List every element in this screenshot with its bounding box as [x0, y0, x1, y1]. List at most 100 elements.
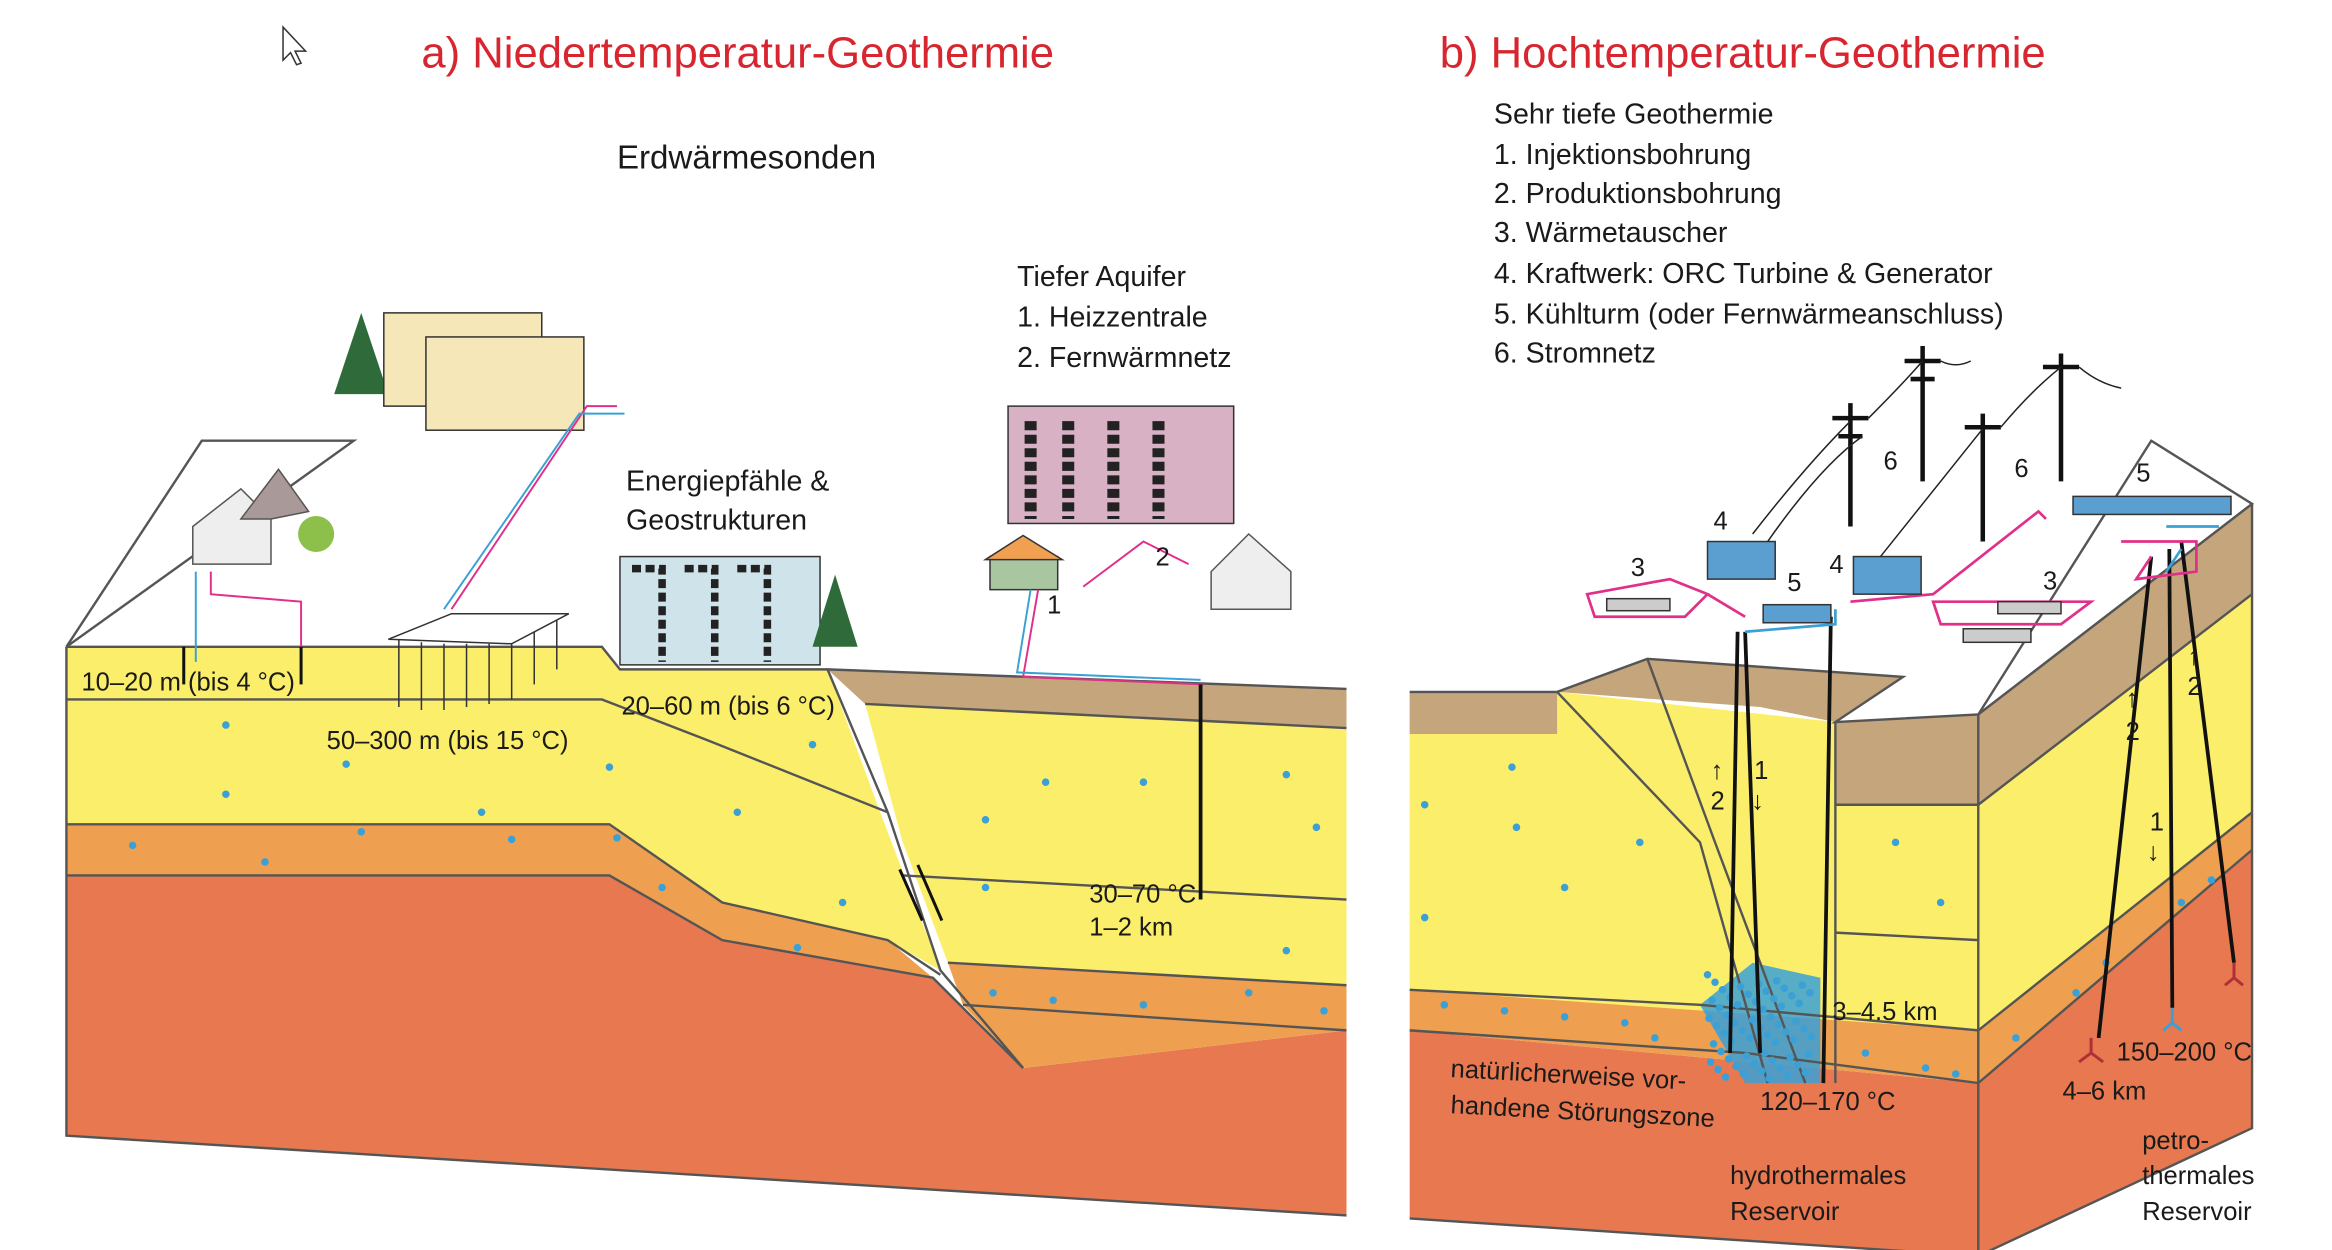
water-dot: [1560, 1013, 1569, 1021]
water-dot: [1806, 989, 1814, 997]
well-arrow: ↑: [2187, 643, 2200, 671]
water-dot: [1420, 913, 1429, 922]
water-dot: [1794, 1061, 1802, 1069]
roof: [239, 468, 310, 520]
water-dot: [1766, 1013, 1775, 1021]
layer-yellow-right: [865, 703, 1347, 986]
water-dot: [658, 883, 666, 892]
water-dot: [1560, 883, 1569, 892]
side-brown: [1978, 503, 2253, 805]
water-dot: [1807, 1032, 1816, 1041]
water-dot: [1708, 996, 1716, 1005]
aquifer-temp: 30–70 °C: [1089, 881, 1196, 909]
side-orange: [1978, 812, 2253, 1084]
well-number: 1: [1754, 757, 1768, 785]
well-number: 2: [2126, 718, 2140, 746]
wells-petro: [2096, 541, 2236, 1039]
cooling-tower-icon: [2072, 495, 2232, 516]
water-dot: [1742, 1052, 1751, 1060]
water-dot: [981, 883, 990, 892]
water-dot: [1789, 1035, 1798, 1044]
side-yellow: [1978, 594, 2253, 1031]
water-dot: [1861, 1049, 1870, 1057]
water-dot: [1759, 1005, 1767, 1014]
water-dot: [1244, 989, 1253, 997]
well-number: 2: [1711, 787, 1725, 815]
water-dot: [1712, 1022, 1721, 1030]
water-dot: [1717, 1047, 1725, 1056]
water-dot: [1772, 976, 1781, 985]
water-dot: [1750, 1059, 1758, 1068]
pipe-pink: [1585, 509, 2198, 626]
hydro-depth: 3–4.5 km: [1832, 998, 1937, 1026]
aquifer-heading: Tiefer Aquifer: [1017, 261, 1186, 293]
water-dot: [222, 790, 230, 798]
marker-1: 1: [1047, 592, 1061, 620]
left-title: a) Niedertemperatur-Geothermie: [421, 30, 1054, 78]
hydro-temp: 120–170 °C: [1760, 1088, 1895, 1116]
layer-orange-right: [947, 962, 1347, 1068]
water-dot: [1711, 978, 1719, 987]
layer-red: [66, 875, 1347, 1216]
water-dot: [793, 943, 802, 952]
surface-installations: [1585, 345, 2232, 644]
water-dot: [1703, 970, 1712, 979]
district-pipe: [1021, 540, 1204, 686]
left-buildings: [182, 312, 1292, 900]
water-dot: [1312, 823, 1321, 832]
probe-deep-label: 50–300 m (bis 15 °C): [327, 727, 569, 755]
water-dot: [1041, 778, 1050, 786]
marker-2: 2: [1155, 544, 1169, 572]
water-dot: [1718, 986, 1727, 994]
legend-heading: Sehr tiefe Geothermie: [1494, 98, 1774, 130]
water-dot: [1440, 1001, 1449, 1009]
house-icon: [1210, 532, 1292, 610]
heat-plant-icon: [989, 555, 1059, 591]
water-dot: [1786, 1053, 1795, 1062]
piles-label-2: Geostrukturen: [626, 504, 807, 536]
well-arrow: ↓: [1751, 787, 1764, 815]
bush-icon: [298, 515, 335, 553]
heat-pipe-pink: [209, 405, 617, 662]
apartment-building: [425, 336, 585, 431]
water-dot: [613, 834, 621, 842]
power-plant-icon: [1706, 540, 1776, 580]
water-dot: [1738, 1026, 1746, 1035]
well-arrow: ↑: [2126, 685, 2139, 713]
water-dot: [1792, 1017, 1801, 1026]
aquifer-item-1: 1. Heizzentrale: [1017, 301, 1208, 333]
heat-exchanger-icon: [1962, 628, 2032, 644]
water-dot: [1739, 1070, 1748, 1078]
marker: 4: [1829, 551, 1843, 579]
marker: 6: [1884, 447, 1898, 475]
well-number: 1: [2150, 808, 2164, 836]
marker: 6: [2014, 455, 2028, 483]
water-dot: [2072, 989, 2080, 997]
well-number: 2: [2187, 673, 2201, 701]
marker: 5: [2136, 459, 2150, 487]
power-pylon-icon: [1832, 345, 2080, 542]
water-dot: [605, 763, 614, 771]
water-dot: [733, 808, 742, 817]
piles-label-1: Energiepfähle &: [626, 465, 829, 497]
pipe-blue: [1745, 525, 2219, 634]
water-dot: [1891, 838, 1900, 847]
water-dot: [1282, 770, 1291, 779]
legend-item: 4. Kraftwerk: ORC Turbine & Generator: [1494, 258, 1993, 290]
water-dot: [1757, 1067, 1766, 1075]
water-dot: [1777, 1002, 1785, 1011]
water-dot: [1745, 1034, 1754, 1042]
heat-exchanger-icon: [1997, 600, 2062, 615]
water-dot: [989, 989, 997, 997]
water-dot: [1721, 1073, 1730, 1081]
right-block: [1409, 439, 2255, 1250]
water-dot: [507, 835, 516, 844]
water-dot: [1748, 1016, 1757, 1024]
tree-icon: [334, 312, 389, 395]
piles-depth: 20–60 m (bis 6 °C): [621, 693, 834, 721]
water-dot: [1763, 1031, 1772, 1039]
marker: 3: [1631, 554, 1645, 582]
water-dot: [1769, 995, 1778, 1003]
water-dot: [357, 828, 366, 836]
